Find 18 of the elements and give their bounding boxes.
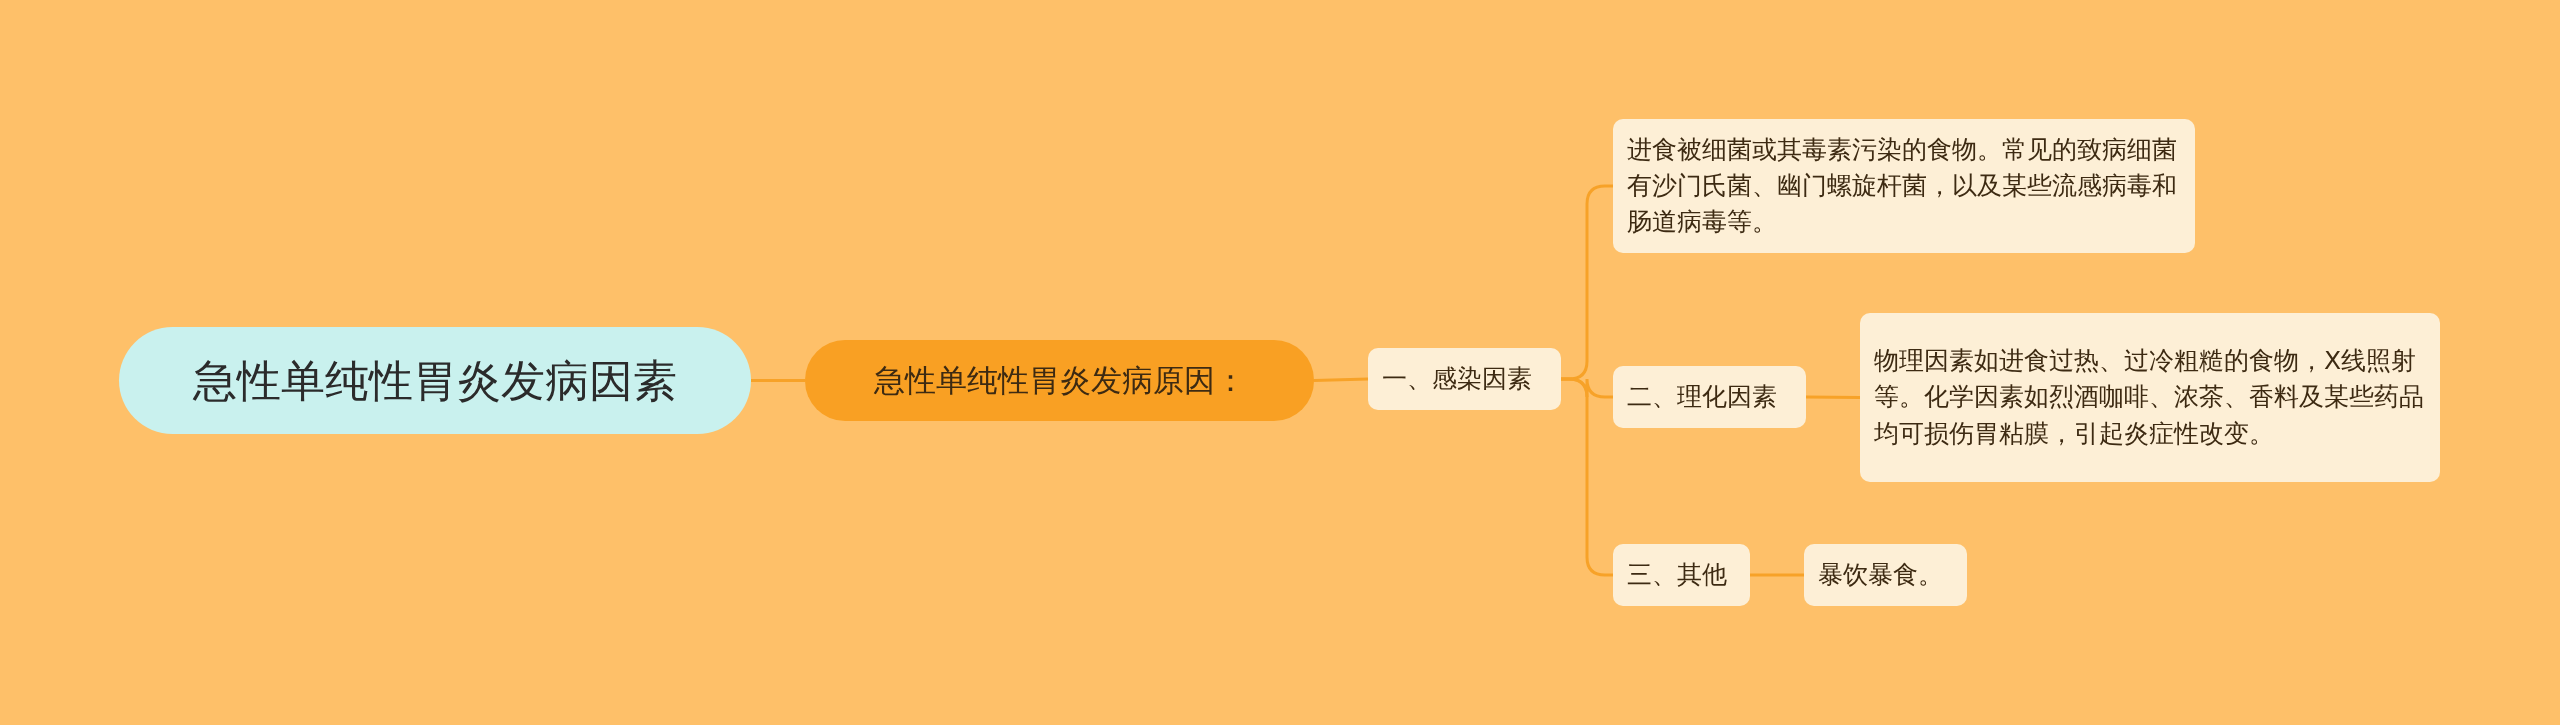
topic-text: 暴饮暴食。 — [1818, 558, 1943, 591]
subtopic-box — [1860, 313, 2440, 482]
subtopic-box — [1368, 348, 1561, 410]
connector-line — [751, 379, 805, 382]
topic-text: 一、感染因素 — [1382, 362, 1532, 395]
connector-line — [1806, 395, 1860, 399]
topic-text: 急性单纯性胃炎发病原因： — [873, 361, 1246, 401]
subtopic-box — [1613, 119, 2195, 253]
topic-text: 急性单纯性胃炎发病因素 — [193, 353, 677, 408]
connector-line — [1313, 377, 1369, 382]
subtopic-box — [1613, 366, 1806, 428]
topic-text: 二、理化因素 — [1627, 380, 1777, 413]
subtopic-box — [1613, 544, 1750, 606]
subtopic-box — [1804, 544, 1967, 606]
topic-text: 物理因素如进食过热、过冷粗糙的食物，X线照射等。化学因素如烈酒咖啡、浓茶、香料及某些药品均可损伤胃粘膜，引起炎症性改变。 — [1874, 345, 2425, 450]
connector-line — [1750, 573, 1804, 577]
topic-text: 进食被细菌或其毒素污染的食物。常见的致病细菌有沙门氏菌、幽门螺旋杆菌，以及某些流感病毒和肠道病毒等。 — [1627, 133, 2178, 239]
topic-text: 三、其他 — [1627, 558, 1727, 591]
